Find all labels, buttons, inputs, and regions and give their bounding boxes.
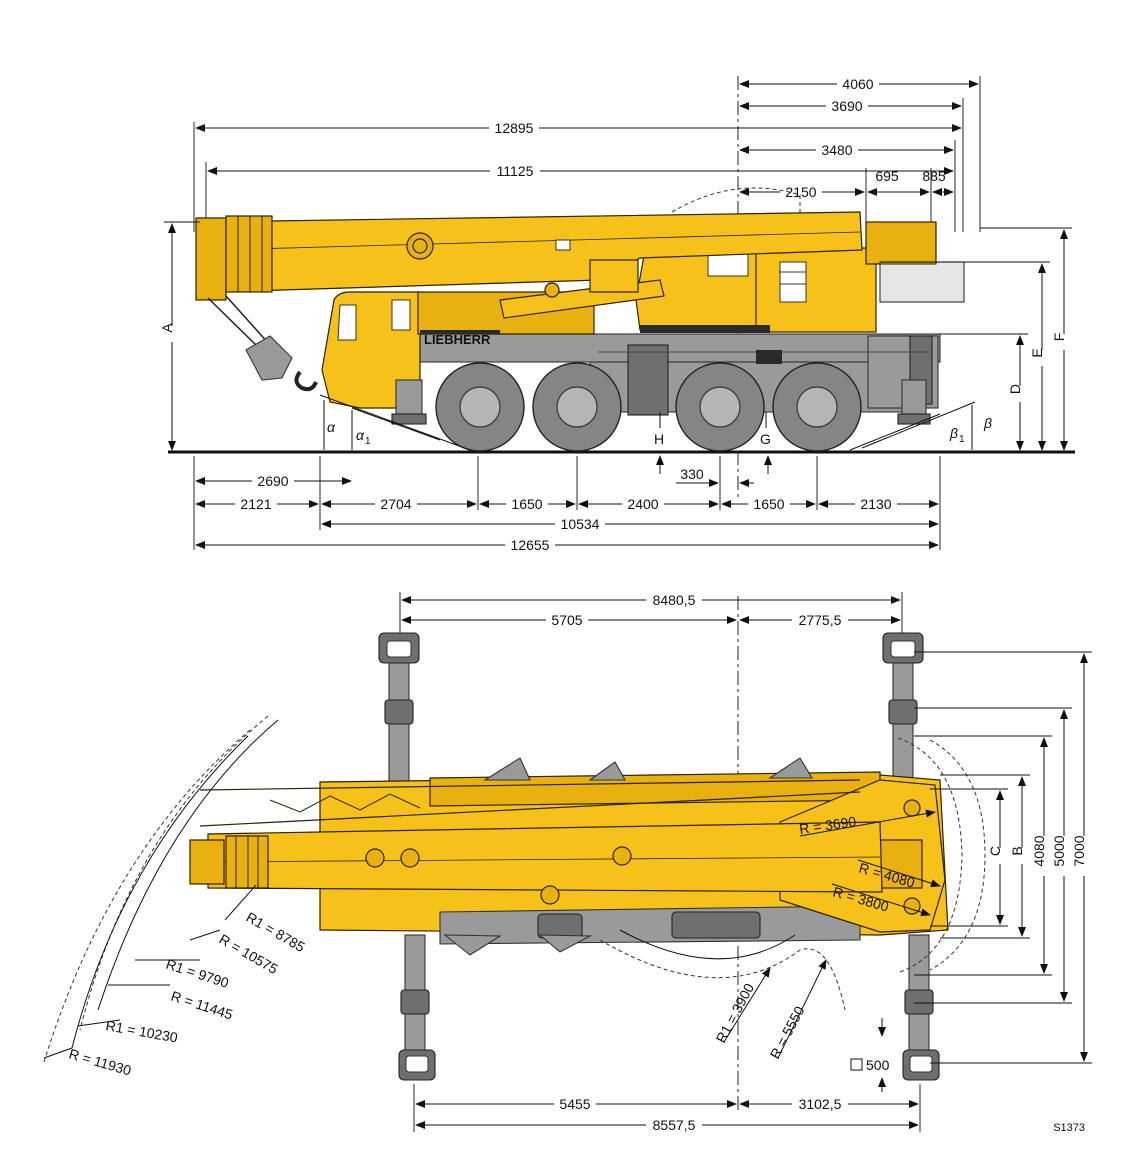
dim-label-2150: 2150	[785, 184, 816, 200]
side-view: 4060 3690 12895 3480 11125 2150 695 885 …	[159, 75, 1075, 553]
dim-label-10534: 10534	[561, 516, 600, 532]
boom-top	[207, 821, 883, 893]
dim-label-8557-5: 8557,5	[653, 1117, 696, 1133]
dim-label-3102-5: 3102,5	[799, 1096, 842, 1112]
dim-letter-E: E	[1029, 348, 1045, 357]
dim-label-5705: 5705	[551, 612, 582, 628]
dim-letter-D: D	[1007, 384, 1023, 394]
dim-label-885: 885	[922, 168, 946, 184]
dim-label-2704: 2704	[380, 496, 411, 512]
pad-size-symbol	[850, 1058, 863, 1071]
dim-label-12895: 12895	[495, 120, 534, 136]
dim-label-330: 330	[680, 466, 704, 482]
angle-alpha1-subscript: 1	[365, 436, 371, 447]
dim-label-1650-rear: 1650	[753, 496, 784, 512]
axle-wheels	[435, 362, 862, 452]
brand-logo: LIEBHERR	[424, 332, 491, 347]
dim-letter-A: A	[159, 323, 175, 333]
radius-label-3690: R = 3690	[798, 813, 857, 837]
counterweight-body	[755, 247, 877, 333]
dim-letter-F: F	[1051, 333, 1067, 342]
radius-label-3900: R1 = 3900	[713, 980, 758, 1045]
hook-block	[245, 335, 293, 381]
dim-label-2690: 2690	[257, 473, 288, 489]
radius-label-9790: R1 = 9790	[164, 956, 231, 991]
angle-beta: β	[983, 415, 992, 431]
dim-letter-G: G	[760, 431, 771, 447]
dim-label-4060: 4060	[842, 76, 873, 92]
dim-label-8480-5: 8480,5	[653, 592, 696, 608]
pad-size-label: 500	[866, 1057, 890, 1073]
angle-beta1: β	[949, 425, 958, 441]
dim-label-7000: 7000	[1071, 835, 1087, 866]
top-view: 8480,5 5705 2775,5	[43, 591, 1092, 1134]
dim-label-695: 695	[875, 168, 899, 184]
dim-label-4080: 4080	[1031, 835, 1047, 866]
angle-alpha1: α	[356, 427, 365, 443]
dim-label-5455: 5455	[559, 1096, 590, 1112]
angle-alpha: α	[327, 419, 336, 435]
dim-letter-C: C	[987, 846, 1003, 856]
dim-label-2130: 2130	[860, 496, 891, 512]
angle-beta1-subscript: 1	[959, 434, 965, 445]
carrier-chassis	[399, 333, 941, 363]
dim-label-12655: 12655	[511, 537, 550, 553]
outrigger-beams	[378, 632, 940, 1081]
dim-label-1650-front: 1650	[511, 496, 542, 512]
radius-label-11930: R = 11930	[67, 1046, 133, 1079]
dim-label-2121: 2121	[240, 496, 271, 512]
dim-label-11125: 11125	[497, 163, 534, 179]
dim-letter-H: H	[654, 431, 664, 447]
drawing-code: S1373	[1053, 1122, 1085, 1134]
dim-label-2775-5: 2775,5	[799, 612, 842, 628]
dim-letter-B: B	[1009, 846, 1025, 855]
dim-label-3690: 3690	[831, 98, 862, 114]
radius-label-5550: R = 5550	[767, 1003, 808, 1061]
dim-label-2400: 2400	[627, 496, 658, 512]
radius-label-11445: R = 11445	[169, 988, 235, 1023]
dim-label-5000: 5000	[1051, 835, 1067, 866]
radius-label-10230: R1 = 10230	[104, 1017, 179, 1045]
dim-label-3480: 3480	[821, 142, 852, 158]
